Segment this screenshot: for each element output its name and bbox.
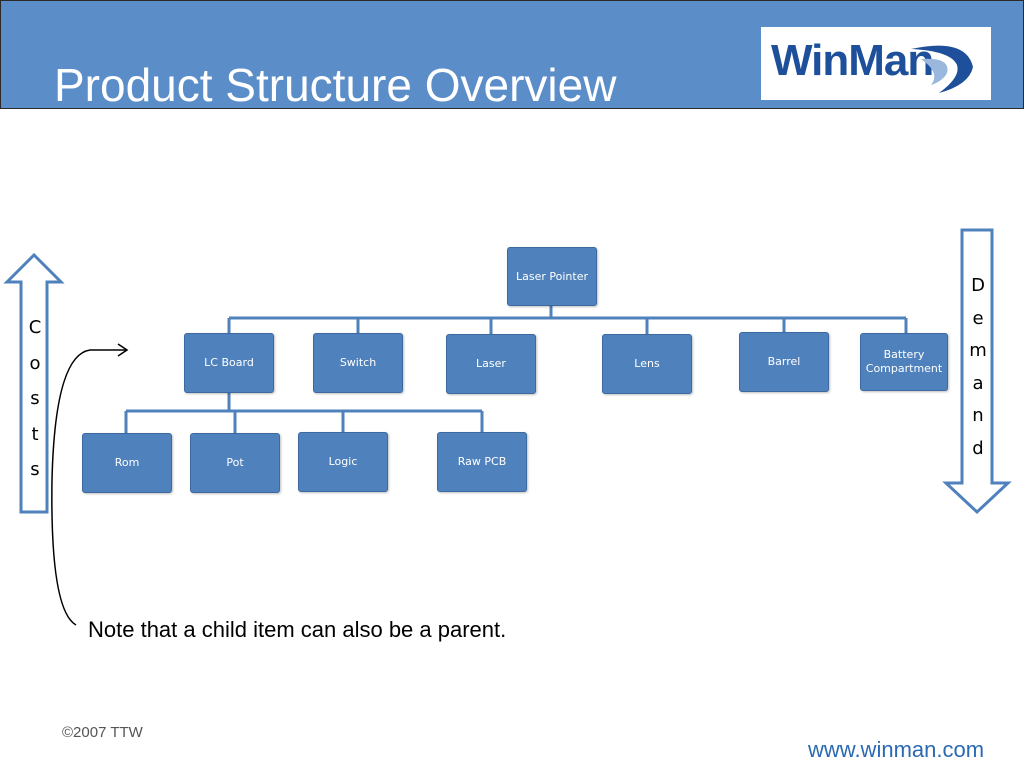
header-bar: WinMan <box>0 0 1024 109</box>
node-logic: Logic <box>298 432 388 492</box>
costs-letter: s <box>30 388 40 409</box>
node-laser-pointer: Laser Pointer <box>507 247 597 306</box>
node-switch: Switch <box>313 333 403 393</box>
winman-logo: WinMan <box>761 27 991 100</box>
demand-down-arrow-icon <box>942 228 1012 515</box>
node-rom: Rom <box>82 433 172 493</box>
node-lens: Lens <box>602 334 692 394</box>
node-battery-compartment: Battery Compartment <box>860 333 948 391</box>
demand-label: D e m a n d <box>969 270 987 465</box>
costs-letter: s <box>30 459 40 480</box>
demand-letter: a <box>972 372 984 394</box>
demand-letter: D <box>971 275 985 296</box>
page-title: Product Structure Overview <box>54 59 617 111</box>
costs-letter: C <box>28 317 42 338</box>
demand-letter: n <box>972 405 984 426</box>
logo-swoosh-icon <box>911 45 973 93</box>
website-link[interactable]: www.winman.com <box>808 737 985 762</box>
node-barrel: Barrel <box>739 332 829 392</box>
node-lc-board: LC Board <box>184 333 274 393</box>
costs-letter: t <box>31 423 39 445</box>
costs-letter: o <box>29 352 41 374</box>
node-laser: Laser <box>446 334 536 394</box>
costs-up-arrow-icon <box>3 252 65 514</box>
node-pot: Pot <box>190 433 280 493</box>
note-text: Note that a child item can also be a par… <box>88 617 507 642</box>
copyright-text: ©2007 TTW <box>62 724 143 741</box>
note-curved-arrow-icon <box>51 349 126 626</box>
demand-letter: e <box>972 307 984 329</box>
costs-label: C o s t s <box>27 310 43 488</box>
demand-letter: m <box>969 340 987 361</box>
demand-letter: d <box>972 437 984 459</box>
node-raw-pcb: Raw PCB <box>437 432 527 492</box>
logo-text: WinMan <box>771 36 934 85</box>
